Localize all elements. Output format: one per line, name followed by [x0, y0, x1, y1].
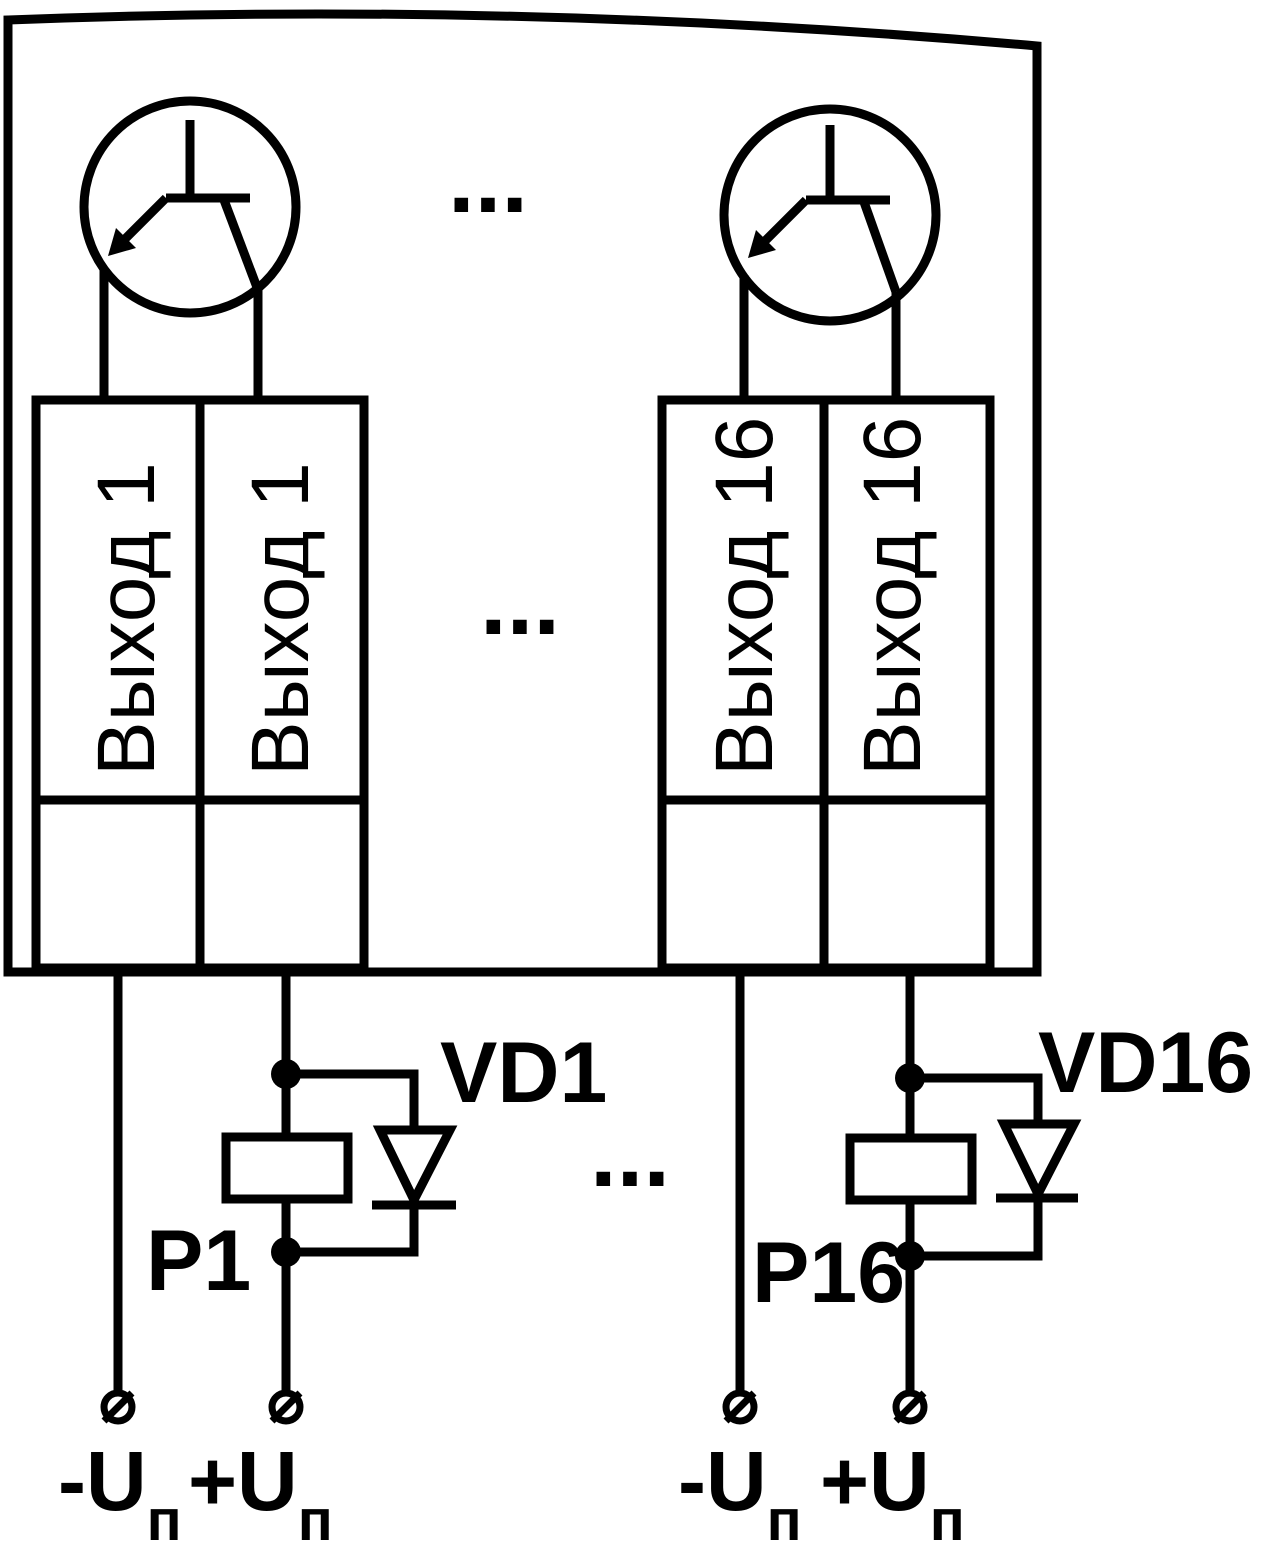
ellipsis-relays: ...	[590, 1100, 670, 1207]
output-1-transistor	[79, 96, 301, 318]
diode-vd16	[910, 1073, 1082, 1261]
output-16-terminal-a-label: Выход 16	[699, 417, 790, 776]
ellipsis-terminals: ...	[480, 548, 560, 655]
output-1-plus-terminal-icon	[268, 1389, 304, 1425]
device-housing	[3, 9, 1042, 977]
output-16-terminal-block	[657, 395, 995, 973]
output-1-plus-supply-label: +Uп	[188, 1434, 333, 1553]
diode-vd1-label: VD1	[440, 1025, 607, 1121]
diode-vd16-label: VD16	[1038, 1015, 1253, 1111]
output-16-minus-supply-label: -Uп	[678, 1434, 802, 1553]
diode-vd1	[286, 1069, 458, 1257]
output-1-terminal-b-label: Выход 1	[235, 462, 326, 776]
output-16-terminal-b-label: Выход 16	[847, 417, 938, 776]
output-1-minus-supply-label: -Uп	[58, 1434, 182, 1553]
relay-p16-label: P16	[752, 1225, 905, 1321]
relay-p16-coil	[845, 1133, 977, 1205]
output-1-minus-terminal-icon	[100, 1389, 136, 1425]
output-16-plus-terminal-icon	[892, 1389, 928, 1425]
output-1-terminal-block	[31, 395, 369, 973]
output-16-minus-terminal-icon	[722, 1389, 758, 1425]
relay-p1-label: P1	[146, 1213, 251, 1309]
relay-p1-coil	[221, 1132, 353, 1204]
output-16-transistor	[719, 104, 941, 326]
ellipsis-transistors: ...	[448, 126, 528, 233]
output-1-terminal-a-label: Выход 1	[81, 462, 172, 776]
output-16-plus-supply-label: +Uп	[820, 1434, 965, 1553]
